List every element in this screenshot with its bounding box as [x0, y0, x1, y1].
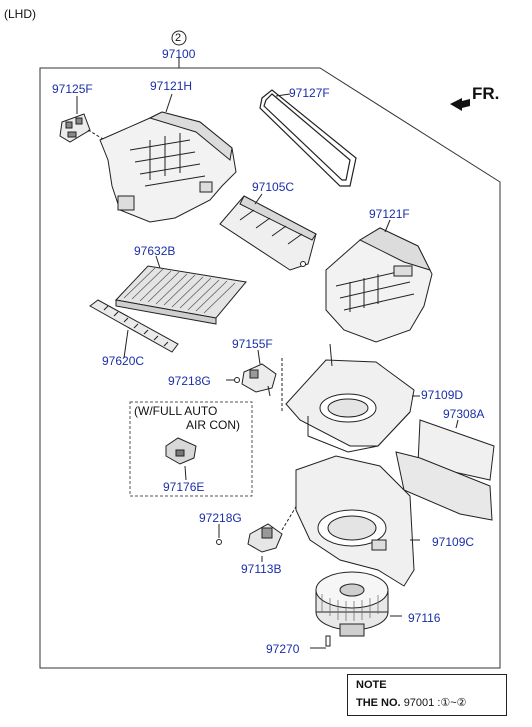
- case-upper-97121H: [99, 111, 237, 223]
- option-box: [129, 401, 253, 497]
- case-lower-97121F: [325, 227, 433, 343]
- part-label-97127F: 97127F: [289, 86, 330, 100]
- note-label: THE NO.: [356, 697, 401, 709]
- front-direction-label: FR.: [472, 84, 500, 103]
- front-arrow-icon: [450, 98, 470, 111]
- note-title: NOTE: [356, 679, 387, 691]
- screw-bottom-icon: [216, 539, 222, 545]
- group-part-number: 97100: [162, 47, 196, 61]
- part-label-97109C: 97109C: [432, 535, 475, 549]
- resistor-97113B: [247, 523, 283, 553]
- part-label-97121F: 97121F: [369, 207, 410, 221]
- blower-case-upper-97109D: [285, 359, 415, 453]
- part-label-97113B: 97113B: [241, 562, 282, 576]
- part-label-97308A: 97308A: [443, 407, 485, 421]
- drive-side-label: (LHD): [4, 7, 36, 21]
- option-line-2: AIR CON): [186, 418, 240, 432]
- seal-97127F: [259, 89, 357, 187]
- part-label-97109D: 97109D: [421, 388, 464, 402]
- group-circle-number: 2: [175, 32, 182, 44]
- part-label-97218G-top: 97218G: [168, 374, 211, 388]
- option-line-1: (W/FULL AUTO: [134, 404, 218, 418]
- diagram-frame: [39, 67, 501, 669]
- note-range: :①~②: [437, 697, 467, 709]
- part-label-97270: 97270: [266, 642, 300, 656]
- note-value: 97001: [403, 697, 435, 709]
- part-label-97116: 97116: [408, 611, 441, 625]
- note-box: NOTE THE NO. 97001 :①~②: [347, 674, 507, 716]
- part-label-97620C: 97620C: [102, 354, 145, 368]
- sensor-97176E: [165, 437, 197, 465]
- filter-housing-97105C: [219, 195, 317, 271]
- screw-97270-icon: [325, 635, 331, 647]
- cover-97620C: [89, 299, 179, 353]
- blower-motor-97116: [315, 571, 389, 637]
- part-label-97218G-bottom: 97218G: [199, 511, 242, 525]
- part-label-97125F: 97125F: [52, 82, 93, 96]
- part-label-97176E: 97176E: [163, 480, 205, 494]
- part-label-97632B: 97632B: [134, 244, 176, 258]
- group-circle: [171, 30, 187, 46]
- blower-case-lower-97109C: [295, 455, 415, 587]
- actuator-97155F: [241, 363, 277, 397]
- note-row: THE NO. 97001 :①~②: [356, 696, 467, 709]
- cabin-filter-97632B: [115, 265, 247, 325]
- part-label-97105C: 97105C: [252, 180, 295, 194]
- screw-icon: [234, 377, 240, 383]
- part-label-97121H: 97121H: [150, 79, 193, 93]
- part-label-97155F: 97155F: [232, 337, 273, 351]
